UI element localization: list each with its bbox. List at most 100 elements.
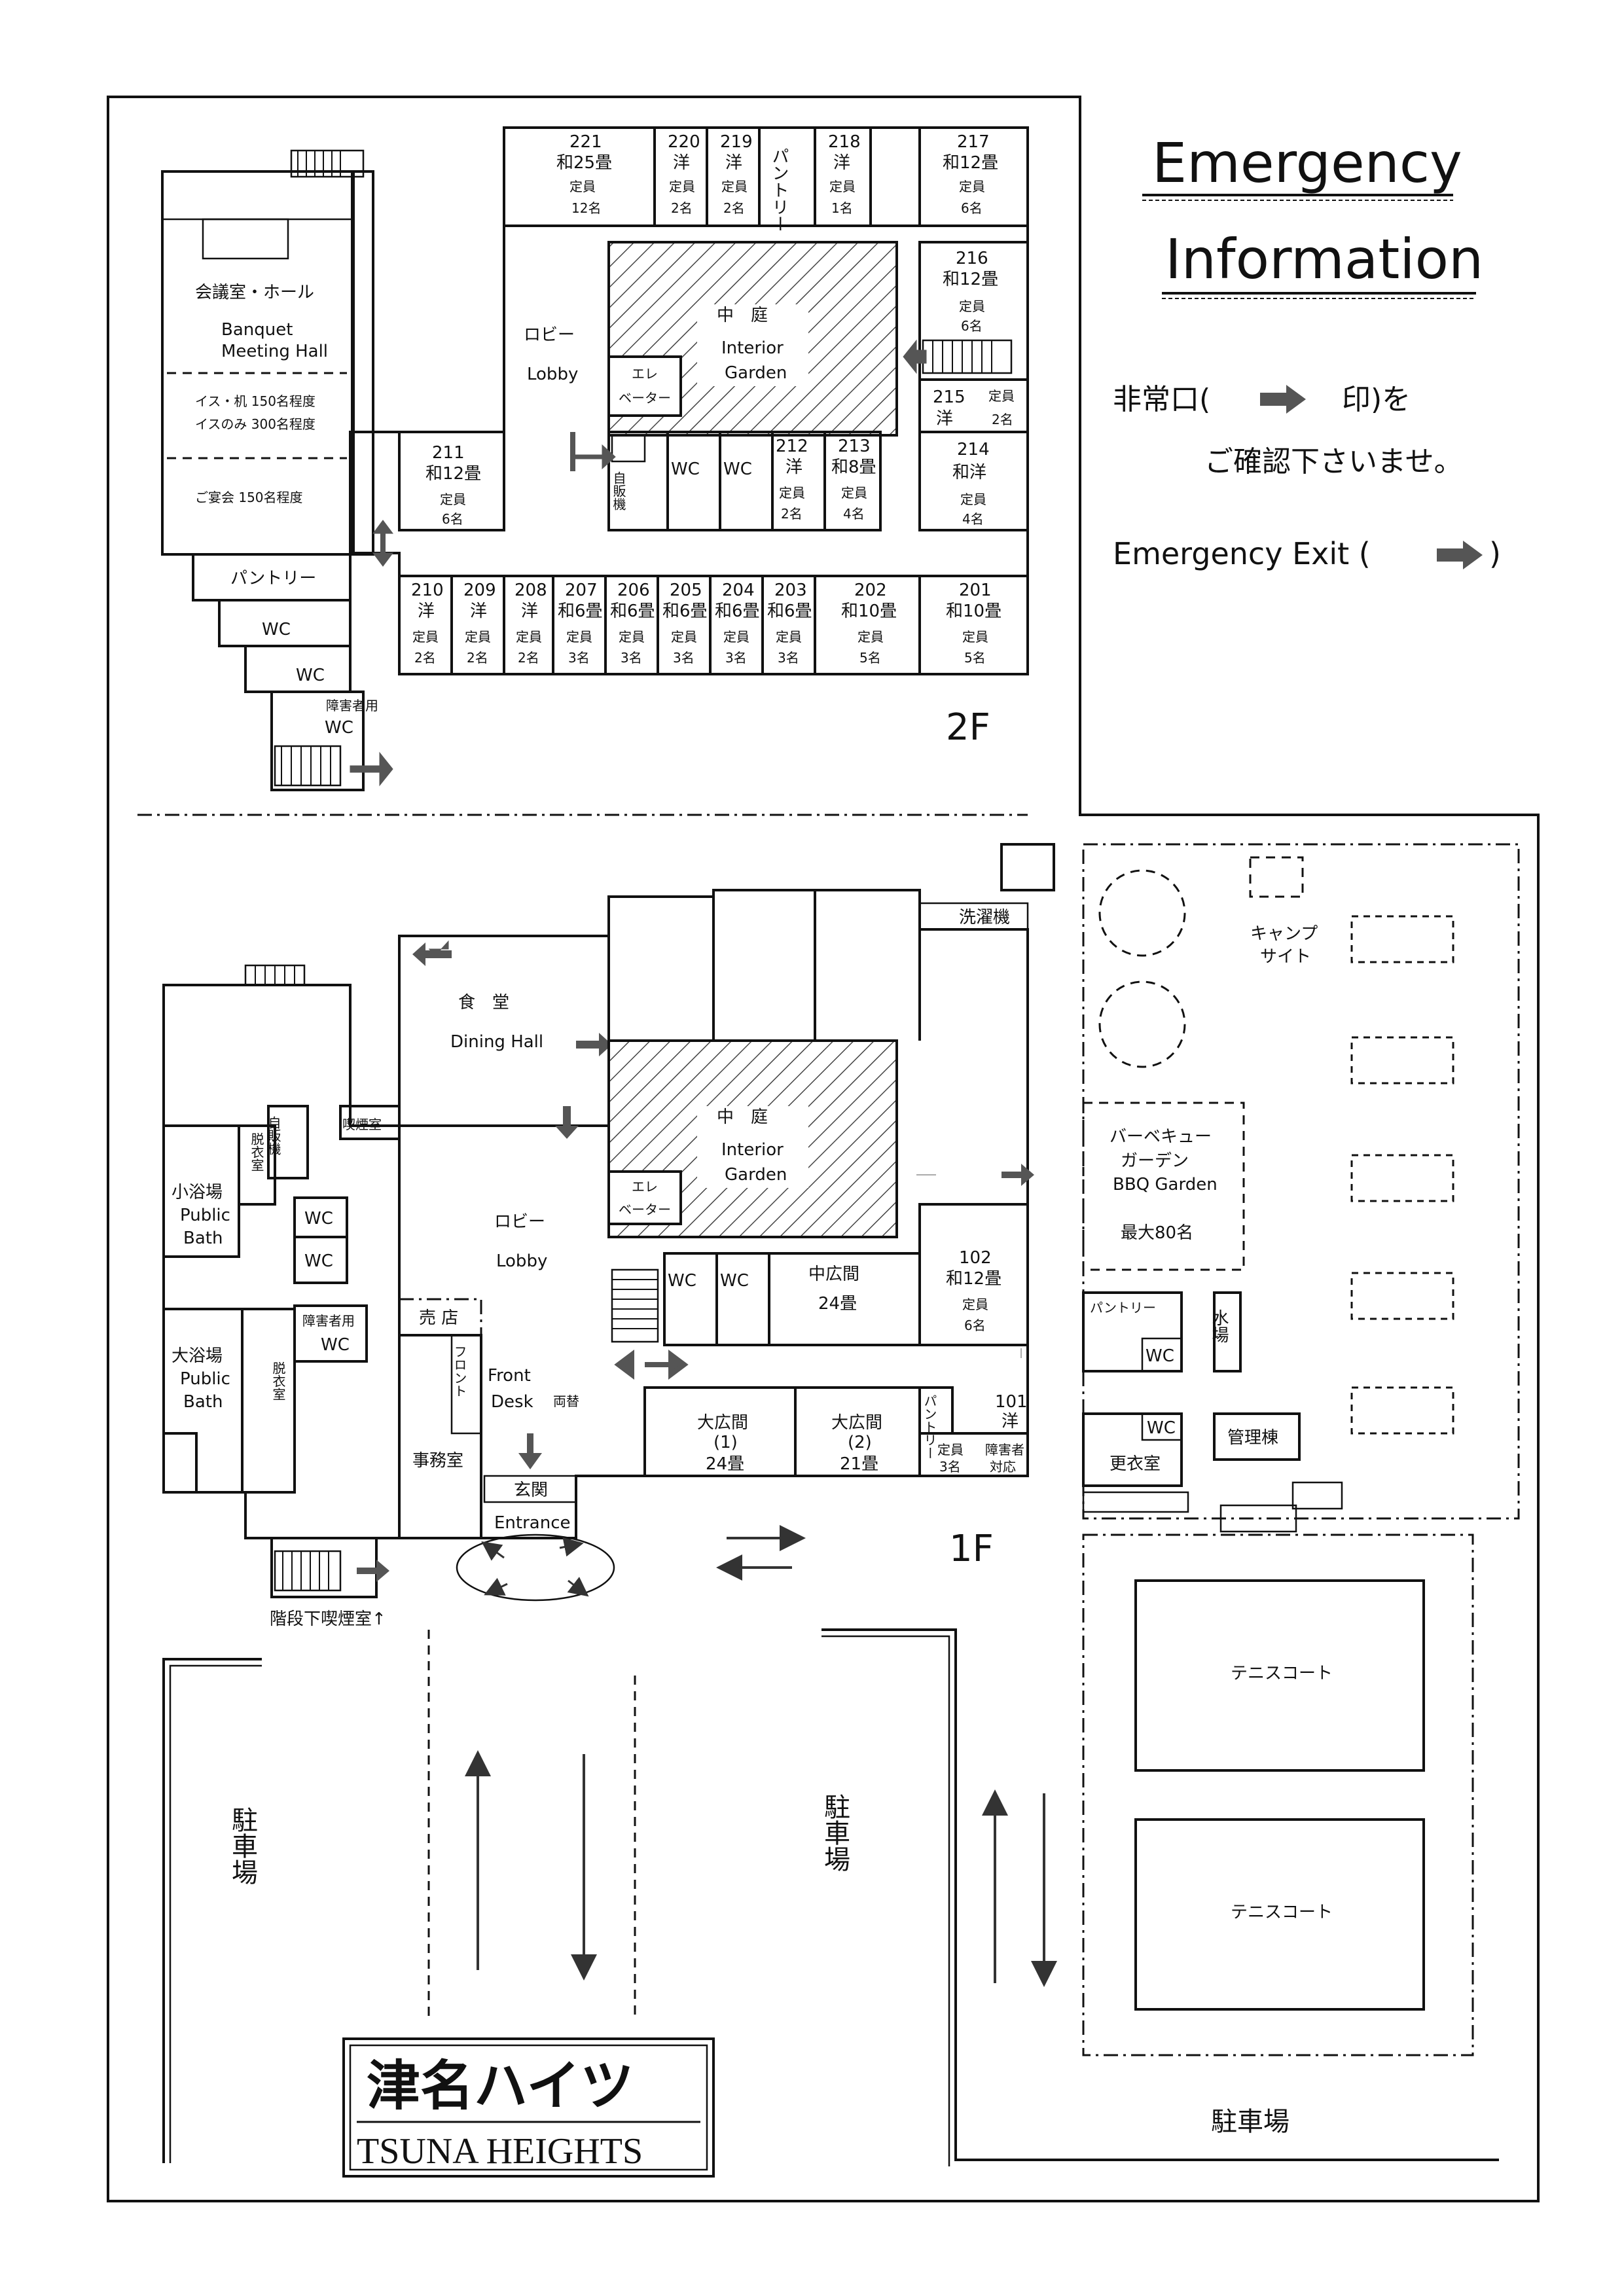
svg-text:和10畳: 和10畳 [946, 601, 1001, 621]
svg-text:215: 215 [933, 387, 965, 407]
svg-text:ベーター: ベーター [619, 1202, 671, 1217]
svg-text:和6畳: 和6畳 [610, 601, 655, 621]
svg-text:201: 201 [959, 581, 992, 600]
svg-text:和12畳: 和12畳 [425, 464, 481, 484]
svg-text:売 店: 売 店 [419, 1308, 458, 1328]
exit-arrow-icon [1260, 385, 1306, 414]
svg-text:駐車場: 駐車場 [1211, 2107, 1290, 2137]
rooms-2f-top: 221 和25畳 定員 12名 220 洋 定員 2名 219 洋 定員 2名 … [556, 132, 998, 232]
svg-text:イス・机 150名程度: イス・机 150名程度 [195, 393, 316, 409]
svg-text:221: 221 [569, 132, 602, 152]
svg-text:(2): (2) [848, 1433, 872, 1452]
svg-text:洋: 洋 [521, 601, 538, 621]
svg-text:Garden: Garden [725, 1165, 787, 1185]
svg-text:定員: 定員 [440, 492, 466, 507]
svg-text:ロビー: ロビー [524, 325, 575, 345]
svg-text:5名: 5名 [964, 650, 986, 666]
svg-text:定員: 定員 [959, 179, 985, 194]
svg-text:3名: 3名 [568, 650, 590, 666]
exit-arrow-icon-2 [1437, 541, 1483, 569]
svg-text:更衣室: 更衣室 [1110, 1454, 1161, 1474]
svg-text:WC: WC [671, 459, 700, 479]
svg-text:定員: 定員 [857, 629, 884, 645]
notice-jp-1: 非常口( [1113, 383, 1210, 416]
svg-text:ベーター: ベーター [619, 390, 671, 406]
svg-text:3名: 3名 [673, 650, 695, 666]
svg-text:定員: 定員 [841, 485, 867, 501]
svg-text:WC: WC [668, 1271, 696, 1291]
svg-text:Lobby: Lobby [496, 1251, 547, 1271]
svg-text:定員: 定員 [962, 629, 988, 645]
svg-text:定員: 定員 [829, 179, 856, 194]
svg-text:3名: 3名 [939, 1459, 961, 1475]
svg-text:定員: 定員 [671, 629, 697, 645]
svg-text:Public: Public [180, 1369, 230, 1389]
svg-text:和12畳: 和12畳 [943, 153, 998, 173]
svg-text:管理棟: 管理棟 [1227, 1428, 1278, 1448]
notice-en-1: Emergency Exit ( [1113, 536, 1371, 571]
svg-text:6名: 6名 [442, 511, 463, 527]
svg-text:Meeting Hall: Meeting Hall [221, 342, 328, 361]
svg-text:206: 206 [617, 581, 650, 600]
svg-text:定員: 定員 [962, 1297, 988, 1312]
floor-1f-label: 1F [949, 1528, 994, 1570]
svg-text:洋: 洋 [673, 153, 690, 173]
svg-text:218: 218 [828, 132, 861, 152]
svg-text:定員: 定員 [569, 179, 596, 194]
svg-text:216: 216 [956, 249, 988, 268]
svg-text:和6畳: 和6畳 [715, 601, 760, 621]
svg-text:WC: WC [1147, 1418, 1176, 1438]
svg-text:小浴場: 小浴場 [171, 1183, 223, 1202]
svg-text:対応: 対応 [990, 1459, 1016, 1475]
svg-text:220: 220 [668, 132, 700, 152]
svg-text:エレ: エレ [632, 1179, 658, 1194]
svg-text:ご宴会 150名程度: ご宴会 150名程度 [195, 490, 303, 505]
svg-text:障害者用: 障害者用 [326, 698, 378, 713]
svg-text:ロビー: ロビー [494, 1212, 545, 1232]
svg-text:定員: 定員 [776, 629, 802, 645]
svg-text:217: 217 [957, 132, 990, 152]
svg-text:会議室・ホール: 会議室・ホール [195, 283, 314, 302]
svg-text:4名: 4名 [843, 506, 865, 522]
svg-text:洋: 洋 [936, 409, 953, 429]
svg-text:6名: 6名 [964, 1318, 986, 1333]
outer-frame [107, 96, 1540, 2202]
svg-text:Bath: Bath [183, 1392, 223, 1412]
floor-2f-label: 2F [946, 706, 990, 749]
svg-text:定員: 定員 [937, 1442, 964, 1458]
svg-text:204: 204 [722, 581, 755, 600]
svg-text:和10畳: 和10畳 [841, 601, 897, 621]
svg-text:Lobby: Lobby [527, 365, 578, 384]
svg-text:102: 102 [959, 1248, 992, 1268]
svg-text:階段下喫煙室↑: 階段下喫煙室↑ [270, 1609, 386, 1629]
svg-text:24畳: 24畳 [818, 1294, 857, 1314]
emergency-header: Emergency Information 非常口( 印)を ご確認下さいませ。… [1113, 131, 1501, 571]
svg-text:2名: 2名 [992, 412, 1013, 427]
svg-text:5名: 5名 [859, 650, 881, 666]
svg-text:208: 208 [514, 581, 547, 600]
svg-text:207: 207 [565, 581, 598, 600]
svg-text:101: 101 [995, 1392, 1028, 1412]
svg-text:219: 219 [720, 132, 753, 152]
svg-text:WC: WC [296, 666, 325, 685]
svg-text:WC: WC [304, 1209, 333, 1229]
svg-text:定員: 定員 [619, 629, 645, 645]
svg-text:定員: 定員 [779, 485, 805, 501]
svg-text:玄関: 玄関 [514, 1480, 548, 1500]
svg-text:大広間: 大広間 [697, 1413, 748, 1433]
svg-text:WC: WC [304, 1251, 333, 1271]
svg-text:209: 209 [463, 581, 496, 600]
svg-text:WC: WC [720, 1271, 749, 1291]
svg-text:テニスコート: テニスコート [1231, 1903, 1333, 1922]
svg-text:定員: 定員 [959, 298, 985, 314]
svg-text:水場: 水場 [1209, 1309, 1229, 1343]
svg-text:Dining Hall: Dining Hall [450, 1032, 543, 1052]
svg-text:2名: 2名 [723, 200, 745, 216]
svg-text:脱衣室: 脱衣室 [249, 1132, 264, 1172]
svg-text:脱衣室: 脱衣室 [270, 1361, 286, 1401]
notice-jp-2: 印)を [1342, 383, 1411, 416]
svg-text:Banquet: Banquet [221, 320, 293, 340]
svg-text:12名: 12名 [571, 200, 601, 216]
svg-text:両替: 両替 [553, 1393, 579, 1409]
svg-text:定員: 定員 [465, 629, 491, 645]
